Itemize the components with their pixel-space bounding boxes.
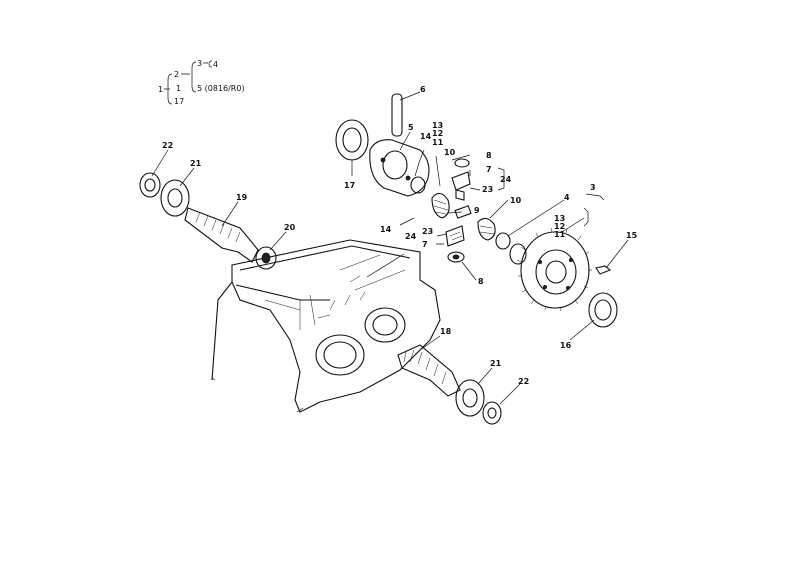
legend-level1-c: 17 <box>174 97 184 106</box>
transmission-housing <box>211 239 441 413</box>
diff-case-5 <box>369 139 430 197</box>
callout-17: 17 <box>344 181 355 190</box>
callout-4: 4 <box>564 193 570 202</box>
callout-16: 16 <box>560 341 572 350</box>
legend-root: 1 <box>158 85 163 94</box>
bearing-20 <box>255 246 277 270</box>
ring-gear-group <box>495 227 618 328</box>
bearing-4 <box>495 232 511 250</box>
callout-8-lower: 8 <box>478 277 484 286</box>
callout-18: 18 <box>440 327 452 336</box>
shaft-18 <box>397 344 461 397</box>
legend-level1-a: 2 <box>174 70 179 79</box>
callout-9: 9 <box>474 206 480 215</box>
callout-10-right: 10 <box>510 196 522 205</box>
callout-5: 5 <box>408 123 414 132</box>
callout-21-right: 21 <box>490 359 502 368</box>
callout-7-lower: 7 <box>422 240 428 249</box>
differential-case <box>369 139 496 263</box>
washer-8-lower <box>447 251 465 263</box>
callout-19: 19 <box>236 193 248 202</box>
washer-8-upper <box>454 158 470 168</box>
callout-21-left: 21 <box>190 159 202 168</box>
callout-6: 6 <box>420 85 426 94</box>
callout-15: 15 <box>626 231 638 240</box>
callout-14-upper: 14 <box>420 132 432 141</box>
callout-24-upper: 24 <box>500 175 512 184</box>
washer-11-upper <box>410 176 426 194</box>
callout-12-upper: 12 <box>432 129 443 138</box>
legend-level2-b: 4 <box>213 60 218 69</box>
callout-20: 20 <box>284 223 296 232</box>
callout-22-left: 22 <box>162 141 173 150</box>
bearing-16 <box>588 292 618 328</box>
callout-24-lower: 24 <box>405 232 417 241</box>
callout-10-upper: 10 <box>444 148 456 157</box>
shaft-19 <box>184 207 259 263</box>
side-gear-10-right <box>477 217 496 241</box>
callout-8-upper: 8 <box>486 151 492 160</box>
upper-left-parts <box>335 93 403 161</box>
pinion-7-upper <box>451 171 471 191</box>
bearing-21-left <box>160 179 190 217</box>
seal-22-right <box>482 401 502 425</box>
pinion-7-lower <box>445 225 465 247</box>
bearing-21-right <box>455 379 485 417</box>
washer-13 <box>509 243 527 265</box>
callout-3: 3 <box>590 183 596 192</box>
legend-level2-a: 3 <box>197 59 202 68</box>
assembly-legend-tree: 1 2 1 17 3 4 5 (0816/R0) <box>158 59 245 106</box>
callout-14-lower: 14 <box>380 225 392 234</box>
bolt-15 <box>595 265 612 275</box>
callout-11-upper: 11 <box>432 138 444 147</box>
callout-13-lower: 13 <box>554 214 565 223</box>
bearing-17 <box>335 119 369 161</box>
callout-22-right: 22 <box>518 377 529 386</box>
legend-level1-b: 1 <box>176 84 181 93</box>
output-shaft-group <box>397 344 502 425</box>
legend-level3: 5 (0816/R0) <box>197 84 245 93</box>
side-gear-10 <box>431 192 450 219</box>
callout-7-upper: 7 <box>486 165 492 174</box>
callout-11-lower: 11 <box>554 230 566 239</box>
callout-12-lower: 12 <box>554 222 565 231</box>
callout-23-upper: 23 <box>482 185 493 194</box>
ring-gear <box>520 231 590 309</box>
pin-6 <box>391 93 403 137</box>
input-shaft-group <box>139 172 277 270</box>
pin-9 <box>454 205 472 219</box>
callout-numbers: 22 21 19 20 17 6 5 13 12 11 14 10 8 7 24… <box>162 85 638 386</box>
callout-23-lower: 23 <box>422 227 433 236</box>
seal-22-left <box>139 172 161 198</box>
leader-lines <box>151 91 629 405</box>
callout-13-upper: 13 <box>432 121 443 130</box>
